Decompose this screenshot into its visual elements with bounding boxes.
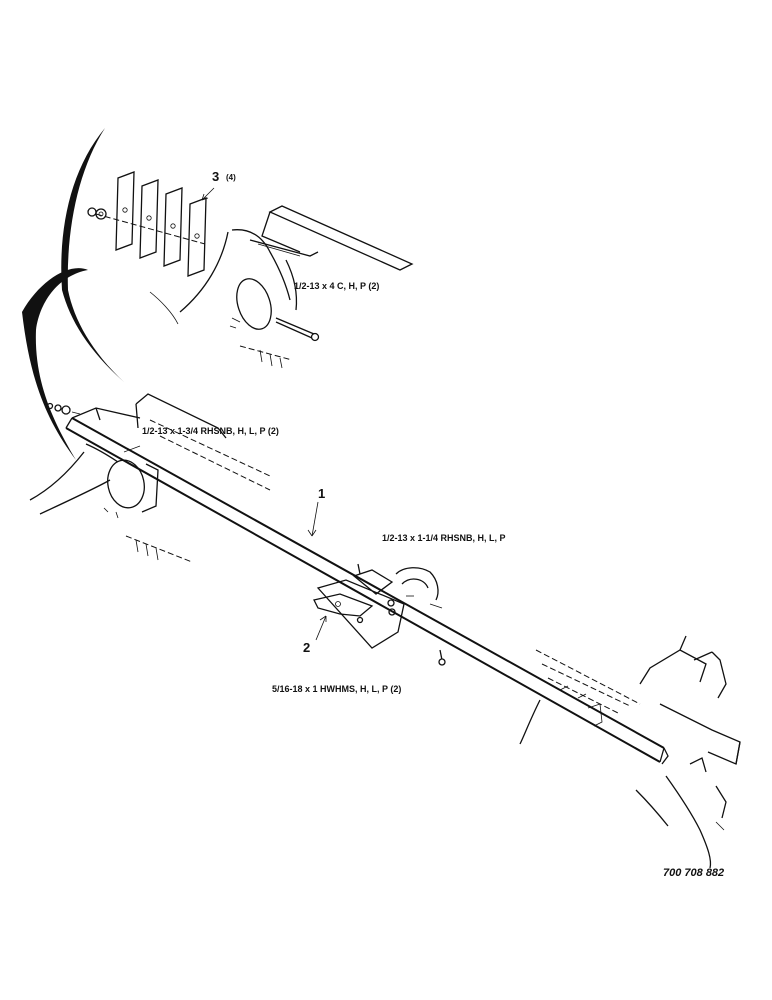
carriage-bolt-label: 1/2-13 x 4 C, H, P (2): [294, 281, 379, 291]
item-1-label: 1: [318, 486, 325, 501]
detail-bracket-curve: [22, 128, 124, 460]
center-bolt-label: 1/2-13 x 1-1/4 RHSNB, H, L, P: [382, 533, 506, 543]
detail-inset-drawing: [87, 171, 414, 369]
figure-number: 700 708 882: [663, 867, 724, 879]
main-tube: [65, 407, 669, 765]
left-bolt-label: 1/2-13 x 1-3/4 RHSNB, H, L, P (2): [142, 426, 279, 436]
item-3-label: 3: [212, 169, 219, 184]
center-bracket: [313, 563, 446, 666]
item-3-qty: (4): [226, 173, 236, 182]
right-frame: [519, 635, 741, 869]
leader-lines: [201, 187, 327, 641]
spacer-plates: [95, 171, 207, 277]
item-2-label: 2: [303, 640, 310, 655]
left-frame: [29, 393, 271, 563]
small-bolt-label: 5/16-18 x 1 HWHMS, H, L, P (2): [272, 684, 401, 694]
